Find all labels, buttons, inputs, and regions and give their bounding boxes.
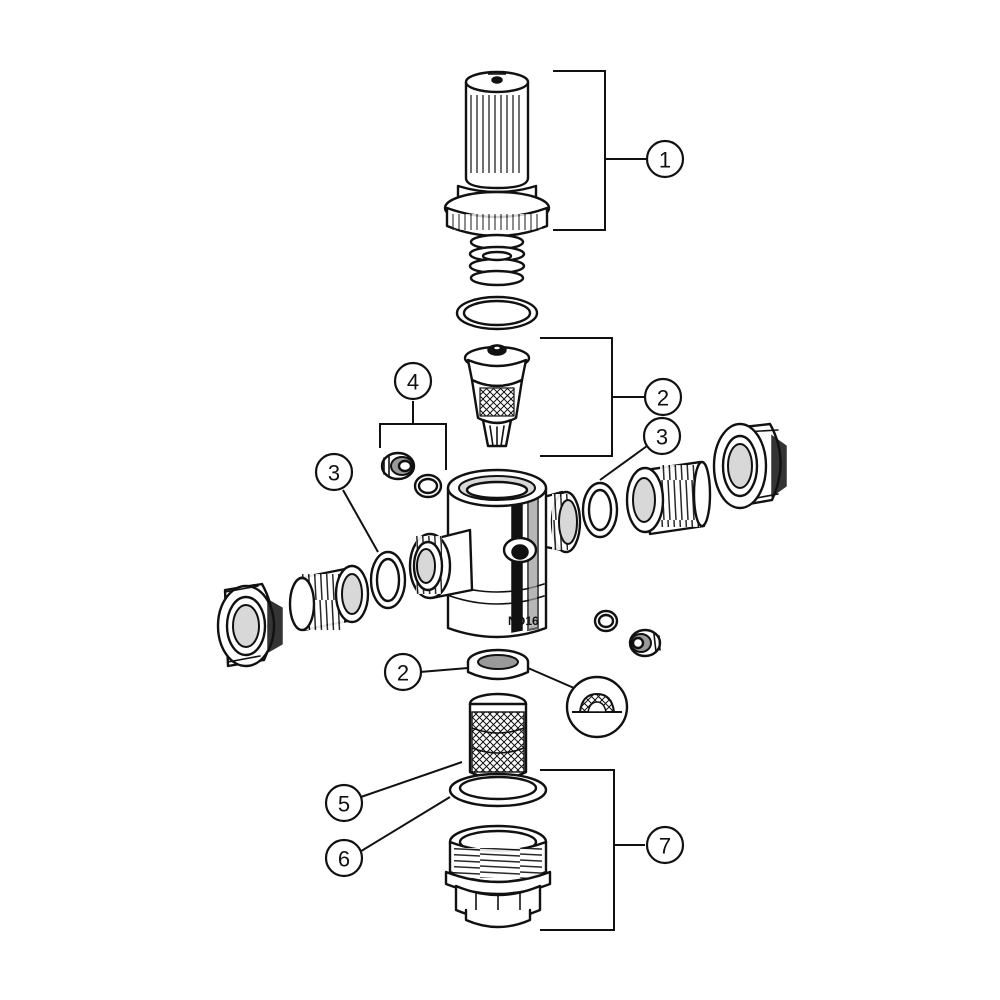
plug-assembly-bottom — [593, 609, 662, 658]
bonnet-assembly — [443, 70, 647, 287]
callout-6-label: 6 — [338, 847, 350, 872]
callout-2-top-label: 2 — [657, 386, 669, 411]
callout-3-right: 3 — [642, 416, 682, 456]
callout-4: 4 — [393, 361, 433, 401]
callout-2-bottom: 2 — [383, 652, 423, 692]
callout-6: 6 — [324, 838, 364, 878]
filter-bowl — [444, 769, 645, 931]
spring — [468, 233, 526, 287]
callout-2-top: 2 — [643, 377, 683, 417]
valve-insert — [463, 337, 645, 457]
lower-seal-ring — [419, 648, 575, 689]
callout-5: 5 — [324, 783, 364, 823]
callout-4-label: 4 — [407, 370, 419, 395]
valve-body: ND16 — [408, 468, 582, 639]
callout-2-bottom-label: 2 — [397, 661, 409, 686]
callout-1-label: 1 — [659, 148, 671, 173]
strainer-screen — [357, 692, 528, 799]
right-union-assembly — [581, 422, 787, 539]
callout-3-left: 3 — [314, 452, 354, 492]
callout-5-label: 5 — [338, 792, 350, 817]
flat-gasket — [357, 772, 548, 854]
callout-3-left-label: 3 — [328, 461, 340, 486]
seal-section-detail — [565, 675, 629, 739]
callout-7: 7 — [645, 825, 685, 865]
callout-1: 1 — [645, 139, 685, 179]
plug-assembly-top — [379, 401, 447, 499]
body-marking: ND16 — [508, 614, 539, 628]
left-union-assembly — [216, 489, 407, 668]
callout-7-label: 7 — [659, 834, 671, 859]
callout-3-right-label: 3 — [656, 425, 668, 450]
bonnet-o-ring — [455, 295, 539, 331]
